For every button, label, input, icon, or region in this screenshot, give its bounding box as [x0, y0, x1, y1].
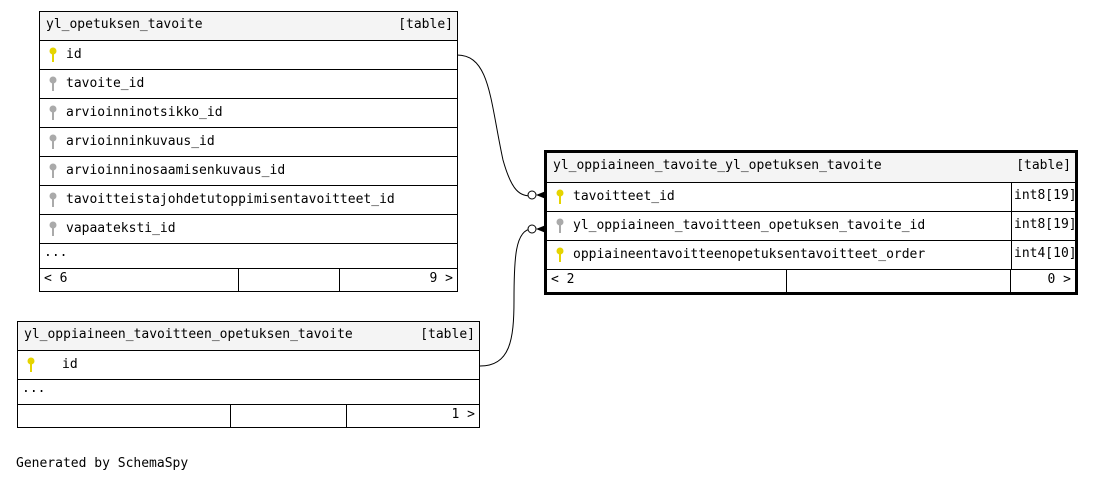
foreign-key-icon	[48, 221, 58, 237]
column-row[interactable]: tavoite_id	[40, 70, 457, 99]
column-name: arvioinninosaamisenkuvaus_id	[66, 163, 286, 178]
column-name: yl_oppiaineen_tavoitteen_opetuksen_tavoi…	[573, 218, 926, 233]
relation-marker-t3-yl-id	[527, 224, 537, 234]
relation-arrow-t3-tavoitteet	[536, 191, 546, 199]
column-row[interactable]: id	[40, 41, 457, 70]
table-yl-oppiaineen-tavoite-yl-opetuksen-tavoite[interactable]: yl_oppiaineen_tavoite_yl_opetuksen_tavoi…	[544, 150, 1078, 295]
children-count[interactable]: < 2	[547, 270, 787, 292]
footer-spacer	[787, 270, 1011, 292]
relation-t1-id-to-t3	[456, 54, 533, 197]
column-name: tavoite_id	[66, 76, 145, 91]
table-header: yl_oppiaineen_tavoitteen_opetuksen_tavoi…	[18, 322, 479, 351]
table-header: yl_opetuksen_tavoite [table]	[40, 12, 457, 41]
column-name: vapaateksti_id	[66, 221, 176, 236]
column-row[interactable]: tavoitteistajohdetutoppimisentavoitteet_…	[40, 186, 457, 215]
parents-count[interactable]: 1 >	[451, 407, 475, 422]
column-row[interactable]: arvioinninosaamisenkuvaus_id	[40, 157, 457, 186]
column-name: id	[62, 357, 78, 372]
children-count[interactable]: < 6	[40, 269, 239, 291]
column-name: id	[66, 47, 82, 62]
primary-key-icon	[555, 247, 565, 263]
table-footer: 1 >	[18, 405, 479, 427]
relation-t2-id-to-t3	[479, 228, 533, 367]
column-row[interactable]: oppiaineentavoitteenopetuksentavoitteet_…	[547, 241, 1077, 270]
foreign-key-icon	[48, 163, 58, 179]
primary-key-icon	[48, 47, 58, 63]
column-row[interactable]: arvioinninkuvaus_id	[40, 128, 457, 157]
more-columns: ...	[40, 244, 457, 269]
primary-key-icon	[26, 357, 36, 373]
column-name: tavoitteistajohdetutoppimisentavoitteet_…	[66, 192, 395, 207]
relation-arrow-t3-yl-id	[536, 225, 546, 233]
foreign-key-icon	[48, 134, 58, 150]
table-name: yl_oppiaineen_tavoitteen_opetuksen_tavoi…	[24, 327, 353, 342]
column-row[interactable]: tavoitteet_id int8[19]	[547, 183, 1077, 212]
column-row[interactable]: yl_oppiaineen_tavoitteen_opetuksen_tavoi…	[547, 212, 1077, 241]
foreign-key-icon	[48, 192, 58, 208]
column-name: oppiaineentavoitteenopetuksentavoitteet_…	[573, 247, 926, 262]
foreign-key-icon	[48, 105, 58, 121]
column-name: tavoitteet_id	[573, 189, 675, 204]
table-kind: [table]	[398, 17, 453, 32]
column-type: int8[19]	[1011, 212, 1077, 240]
column-type: int4[10]	[1011, 241, 1077, 269]
foreign-key-icon	[48, 76, 58, 92]
more-columns: ...	[18, 380, 479, 405]
column-type: int8[19]	[1011, 183, 1077, 211]
column-name: arvioinninotsikko_id	[66, 105, 223, 120]
generated-by-label: Generated by SchemaSpy	[16, 456, 189, 471]
table-name: yl_opetuksen_tavoite	[46, 17, 203, 32]
table-footer: < 2 0 >	[547, 270, 1075, 292]
table-kind: [table]	[420, 327, 475, 342]
table-header: yl_oppiaineen_tavoite_yl_opetuksen_tavoi…	[547, 153, 1075, 183]
table-footer: < 6 9 >	[40, 269, 457, 291]
table-kind: [table]	[1016, 158, 1071, 173]
column-row[interactable]: arvioinninotsikko_id	[40, 99, 457, 128]
primary-key-icon	[555, 189, 565, 205]
relation-marker-t3-tavoitteet	[527, 190, 537, 200]
table-yl-oppiaineen-tavoitteen-opetuksen-tavoite[interactable]: yl_oppiaineen_tavoitteen_opetuksen_tavoi…	[17, 321, 480, 428]
table-name: yl_oppiaineen_tavoite_yl_opetuksen_tavoi…	[553, 158, 882, 173]
children-count[interactable]	[18, 405, 231, 427]
foreign-key-icon	[555, 218, 565, 234]
column-name: arvioinninkuvaus_id	[66, 134, 215, 149]
footer-spacer	[239, 269, 340, 291]
footer-spacer	[231, 405, 347, 427]
column-row[interactable]: id	[18, 351, 479, 380]
column-row[interactable]: vapaateksti_id	[40, 215, 457, 244]
parents-count[interactable]: 0 >	[1047, 272, 1071, 287]
table-yl-opetuksen-tavoite[interactable]: yl_opetuksen_tavoite [table] id tavoite_…	[39, 11, 458, 292]
parents-count[interactable]: 9 >	[429, 271, 453, 286]
